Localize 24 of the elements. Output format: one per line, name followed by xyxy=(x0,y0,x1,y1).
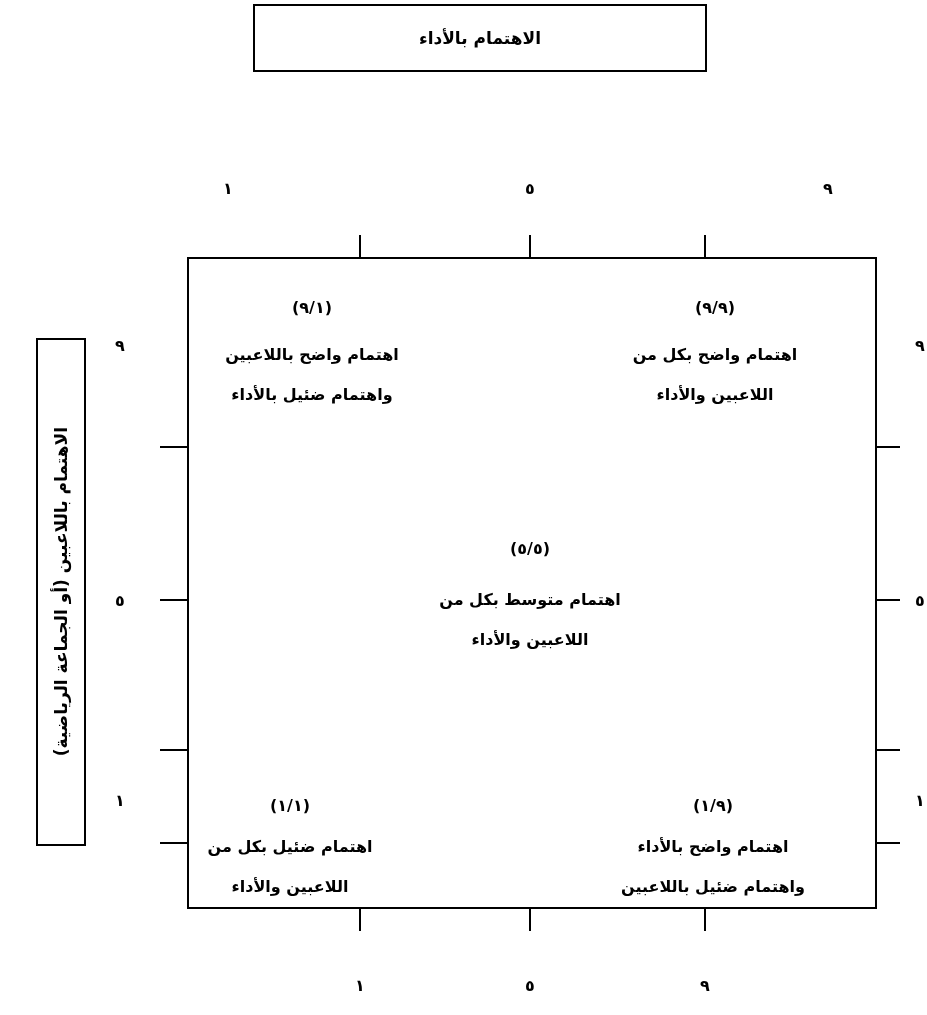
scale-number: ٩ xyxy=(915,335,925,355)
grid-coordinate: (٥/٥) xyxy=(510,538,550,558)
scale-number: ١ xyxy=(115,790,125,810)
scale-number: ٥ xyxy=(915,590,925,610)
scale-number: ٩ xyxy=(823,178,833,198)
style-description: اهتمام ضئيل بكل من اللاعبين والأداء xyxy=(206,836,374,898)
style-description: اهتمام واضح بكل من اللاعبين والأداء xyxy=(631,344,799,406)
scale-number: ٩ xyxy=(115,335,125,355)
grid-coordinate: (٩/٩) xyxy=(695,297,735,317)
scale-number: ١ xyxy=(355,975,365,995)
scale-number: ١ xyxy=(223,178,233,198)
grid-coordinate: (٩/١) xyxy=(292,297,332,317)
style-description: اهتمام واضح باللاعبين واهتمام ضئيل بالأداء xyxy=(224,344,400,406)
axis-title-box: الاهتمام بالأداء xyxy=(253,4,707,72)
style-description: اهتمام متوسط بكل من اللاعبين والأداء xyxy=(438,589,622,651)
style-description: اهتمام واضح بالأداء واهتمام ضئيل باللاعبين xyxy=(620,836,806,898)
scale-number: ٥ xyxy=(525,178,535,198)
scale-number: ٥ xyxy=(525,975,535,995)
axis-title-box: الاهتمام باللاعبين (أو الجماعة الرياضية) xyxy=(36,338,86,846)
grid-coordinate: (١/٩) xyxy=(693,795,733,815)
scale-number: ١ xyxy=(915,790,925,810)
scale-number: ٩ xyxy=(700,975,710,995)
grid-coordinate: (١/١) xyxy=(270,795,310,815)
scale-number: ٥ xyxy=(115,590,125,610)
